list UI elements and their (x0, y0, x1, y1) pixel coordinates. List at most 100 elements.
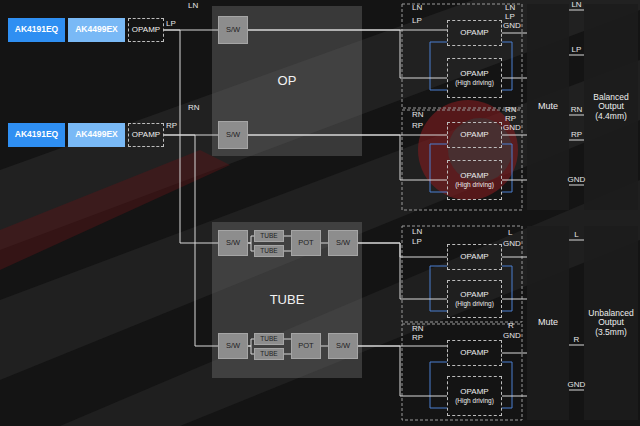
opamp-box: OPAMP(High driving) (447, 280, 502, 318)
output-box: Unbalanced Output (3.5mm) (584, 226, 638, 420)
node-text: TUBE (260, 232, 277, 239)
signal-label: GND (503, 240, 521, 248)
signal-label: RP (166, 122, 177, 130)
signal-label: LP (505, 13, 515, 21)
node-text: S/W (336, 239, 350, 247)
signal-label: L (508, 229, 512, 237)
signal-label: RN (412, 325, 424, 333)
group-band: TUBES/WTUBETUBEPOTS/WS/WTUBETUBEPOTS/W (212, 222, 362, 378)
feedback-wire (430, 266, 512, 311)
node-text: (High driving) (455, 79, 494, 86)
wire (164, 30, 218, 243)
output-box: Balanced Output (4.4mm) (584, 4, 638, 210)
opamp-box: OPAMP (447, 122, 502, 148)
node-text: OPAMP (460, 253, 488, 262)
opamp-box: OPAMP (447, 244, 502, 270)
signal-label: RP (412, 334, 423, 342)
opamp-group-frame (402, 110, 522, 210)
wire (248, 236, 254, 243)
opamp-group-frame (402, 324, 522, 420)
wire (569, 240, 584, 241)
wire (502, 180, 527, 181)
wire (569, 390, 584, 391)
wire (502, 299, 527, 300)
signal-label: LN (412, 228, 422, 236)
wire-label: LN (571, 1, 581, 9)
wire (569, 10, 584, 11)
mute-box: Mute (527, 226, 569, 420)
wire (358, 243, 447, 257)
opamp-group-frame (402, 4, 522, 108)
wire (164, 30, 218, 31)
node-text: OPAMP (132, 26, 160, 35)
wire (321, 243, 328, 244)
node-text: OPAMP (460, 131, 488, 140)
node-text: S/W (226, 131, 240, 139)
wire (502, 353, 527, 354)
node-text: Balanced Output (4.4mm) (586, 93, 636, 121)
node-text: Mute (538, 318, 558, 328)
signal-label: LP (412, 17, 422, 25)
node-text: AK4191EQ (15, 25, 58, 34)
chip-box: AK4499EX (68, 123, 125, 147)
node-text: OPAMP (460, 70, 488, 79)
wire-label: RP (571, 131, 582, 139)
background-ornament (448, 118, 512, 182)
opamp-box: OPAMP(High driving) (447, 160, 502, 200)
wire (284, 251, 291, 252)
signal-label: LN (412, 4, 422, 12)
feedback-wire (430, 144, 512, 192)
opamp-box: OPAMP (447, 340, 502, 366)
wire (569, 345, 584, 346)
opamp-box: OPAMP(High driving) (447, 376, 502, 416)
node-text: OPAMP (132, 131, 160, 140)
wire (358, 346, 447, 347)
wire (164, 135, 218, 346)
signal-label: LP (412, 238, 422, 246)
tube-box: TUBE (254, 245, 284, 257)
node-text: OPAMP (460, 29, 488, 38)
switch-box: S/W (218, 16, 248, 44)
node-text: AK4191EQ (15, 130, 58, 139)
node-text: OP (278, 74, 297, 88)
signal-label: GND (503, 332, 521, 340)
node-text: (High driving) (455, 397, 494, 404)
signal-label: RN (505, 106, 517, 114)
node-text: OPAMP (460, 291, 488, 300)
signal-label: LN (188, 2, 198, 10)
wire-label: GND (568, 381, 586, 389)
signal-label: RP (412, 122, 423, 130)
wire (248, 243, 254, 251)
wire (284, 354, 291, 355)
opamp-box: OPAMP (128, 18, 164, 42)
pot-box: POT (291, 230, 321, 256)
wire-label: LP (572, 46, 582, 54)
background-streak (60, 180, 640, 426)
node-text: Unbalanced Output (3.5mm) (586, 309, 636, 337)
feedback-wire (430, 362, 512, 408)
opamp-box: OPAMP (447, 20, 502, 46)
node-text: POT (298, 342, 313, 350)
wire (358, 243, 447, 299)
signal-label: RP (505, 115, 516, 123)
node-text: (High driving) (455, 181, 494, 188)
node-text: S/W (226, 342, 240, 350)
wire (502, 135, 527, 136)
tube-box: TUBE (254, 348, 284, 360)
node-text: Mute (538, 102, 558, 112)
wire (248, 30, 447, 31)
wire (248, 346, 254, 354)
wire (248, 135, 447, 180)
signal-label: LP (166, 20, 176, 28)
wire (502, 78, 527, 79)
signal-label: GND (503, 22, 521, 30)
chip-box: AK4499EX (68, 18, 125, 42)
opamp-group-frame (402, 226, 522, 322)
node-text: OPAMP (460, 349, 488, 358)
node-text: TUBE (260, 350, 277, 357)
wire (569, 55, 584, 56)
